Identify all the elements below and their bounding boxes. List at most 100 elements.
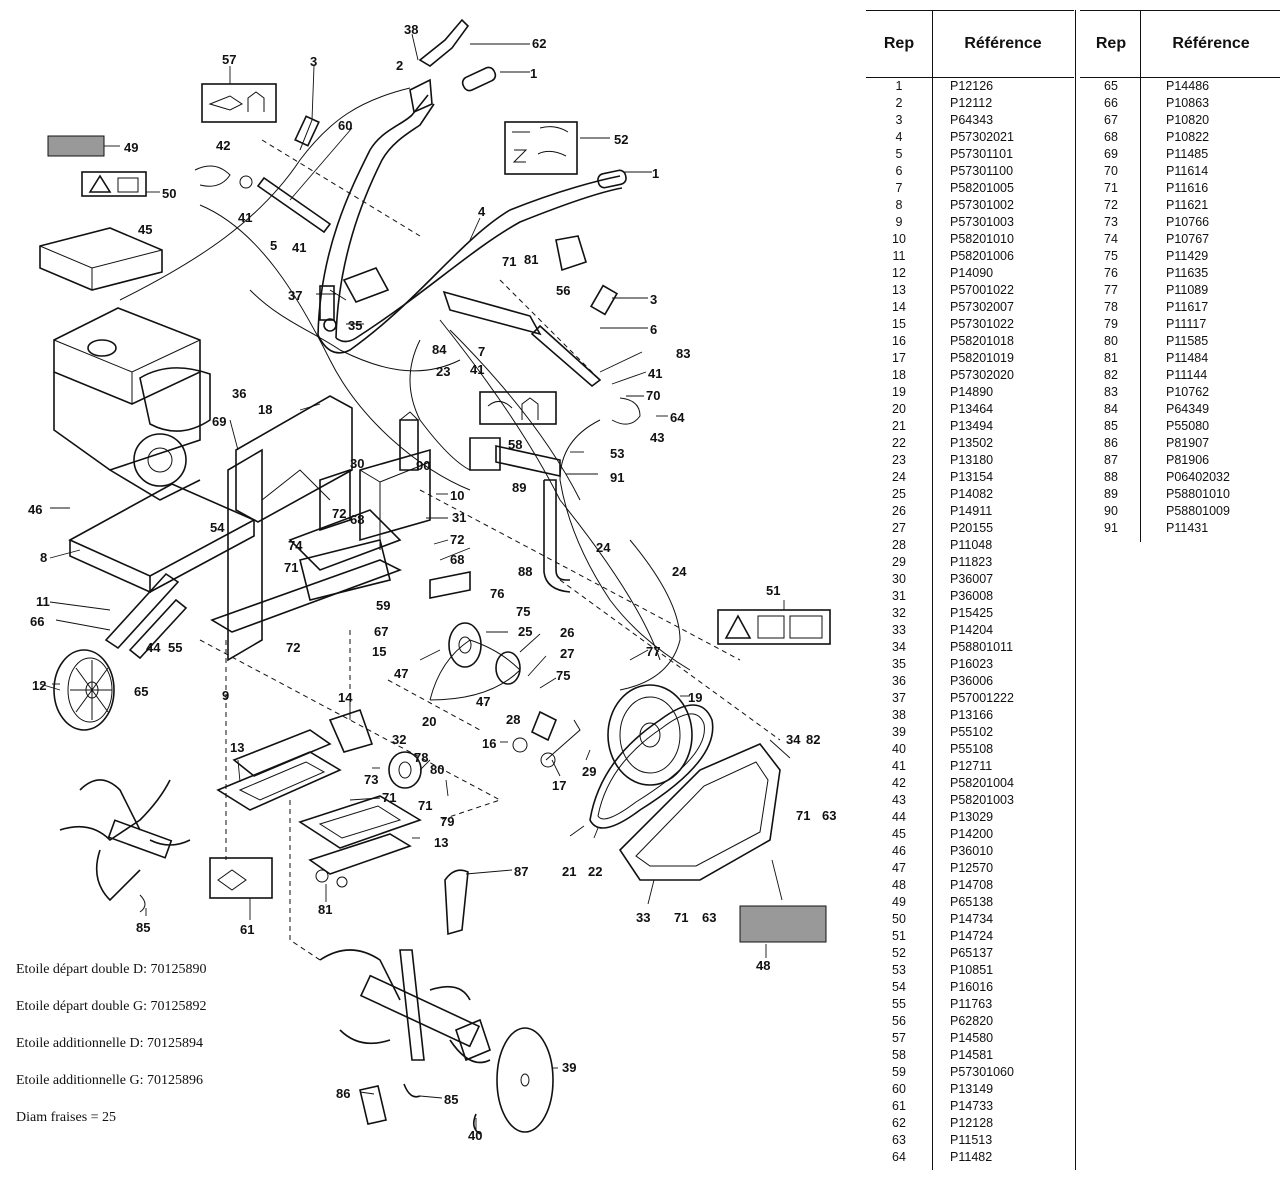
- rep-cell: 84: [1104, 402, 1118, 416]
- rep-cell: 1: [895, 79, 903, 93]
- rep-cell: 9: [895, 215, 903, 229]
- callout-label: 72: [286, 640, 300, 655]
- rep-cell: 22: [892, 436, 906, 450]
- reference-cell: P16023: [950, 657, 994, 671]
- callout-label: 76: [490, 586, 504, 601]
- callout-label: 82: [806, 732, 820, 747]
- table-row: 35 P16023: [866, 656, 1074, 673]
- rep-cell: 74: [1104, 232, 1118, 246]
- rep-cell: 63: [892, 1133, 906, 1147]
- reference-cell: P11089: [1166, 283, 1209, 297]
- rep-cell: 31: [892, 589, 906, 603]
- rep-cell: 90: [1104, 504, 1118, 518]
- leader-lines: [39, 33, 791, 1130]
- rep-cell: 56: [892, 1014, 906, 1028]
- callout-label: 69: [212, 414, 226, 429]
- reference-cell: P11614: [1166, 164, 1209, 178]
- rep-cell: 57: [892, 1031, 906, 1045]
- callout-label: 73: [364, 772, 378, 787]
- reference-cell: P65138: [950, 895, 994, 909]
- callout-label: 27: [560, 646, 574, 661]
- callout-label: 59: [376, 598, 390, 613]
- callout-label: 41: [238, 210, 252, 225]
- reference-cell: P14580: [950, 1031, 994, 1045]
- callout-label: 32: [392, 732, 406, 747]
- reference-cell: P57302020: [950, 368, 1014, 382]
- rep-cell: 36: [892, 674, 906, 688]
- reference-cell: P12711: [950, 759, 993, 773]
- rep-cell: 35: [892, 657, 906, 671]
- reference-cell: P11617: [1166, 300, 1209, 314]
- reference-cell: P58201005: [950, 181, 1014, 195]
- rep-cell: 65: [1104, 79, 1118, 93]
- callout-label: 4: [478, 204, 486, 219]
- reference-cell: P14204: [950, 623, 994, 637]
- note-line: Etoile additionnelle D: 70125894: [16, 1036, 204, 1051]
- rep-cell: 23: [892, 453, 906, 467]
- callout-label: 5: [270, 238, 277, 253]
- callout-label: 1: [530, 66, 537, 81]
- decals: [47, 83, 831, 943]
- reference-cell: P58801010: [1166, 487, 1230, 501]
- callout-label: 77: [646, 644, 660, 659]
- rep-cell: 12: [892, 266, 906, 280]
- callout-label: 56: [556, 283, 570, 298]
- callout-label: 61: [240, 922, 254, 937]
- callout-label: 90: [416, 458, 430, 473]
- callout-label: 38: [404, 22, 418, 37]
- rep-cell: 16: [892, 334, 906, 348]
- callout-label: 86: [336, 1086, 350, 1101]
- reference-cell: P11621: [1166, 198, 1209, 212]
- callout-label: 26: [560, 625, 574, 640]
- rep-cell: 50: [892, 912, 906, 926]
- rep-cell: 69: [1104, 147, 1118, 161]
- reference-cell: P57001222: [950, 691, 1014, 705]
- callout-label: 64: [670, 410, 685, 425]
- callout-label: 68: [350, 512, 364, 527]
- callout-label: 44: [146, 640, 161, 655]
- callout-labels: 1 1 2 3 3 4 5 6 7 8 9 10 11 12 13 13 14 …: [28, 22, 836, 1143]
- reference-cell: P11144: [1166, 368, 1208, 382]
- reference-header: Référence: [964, 35, 1042, 52]
- reference-cell: P14708: [950, 878, 994, 892]
- reference-cell: P11763: [950, 997, 993, 1011]
- callout-label: 65: [134, 684, 148, 699]
- rep-cell: 47: [892, 861, 906, 875]
- callout-label: 20: [422, 714, 436, 729]
- rep-cell: 30: [892, 572, 906, 586]
- callout-label: 15: [372, 644, 386, 659]
- callout-label: 1: [652, 166, 659, 181]
- rep-header: Rep: [1095, 35, 1127, 52]
- reference-cell: P57301100: [950, 164, 1014, 178]
